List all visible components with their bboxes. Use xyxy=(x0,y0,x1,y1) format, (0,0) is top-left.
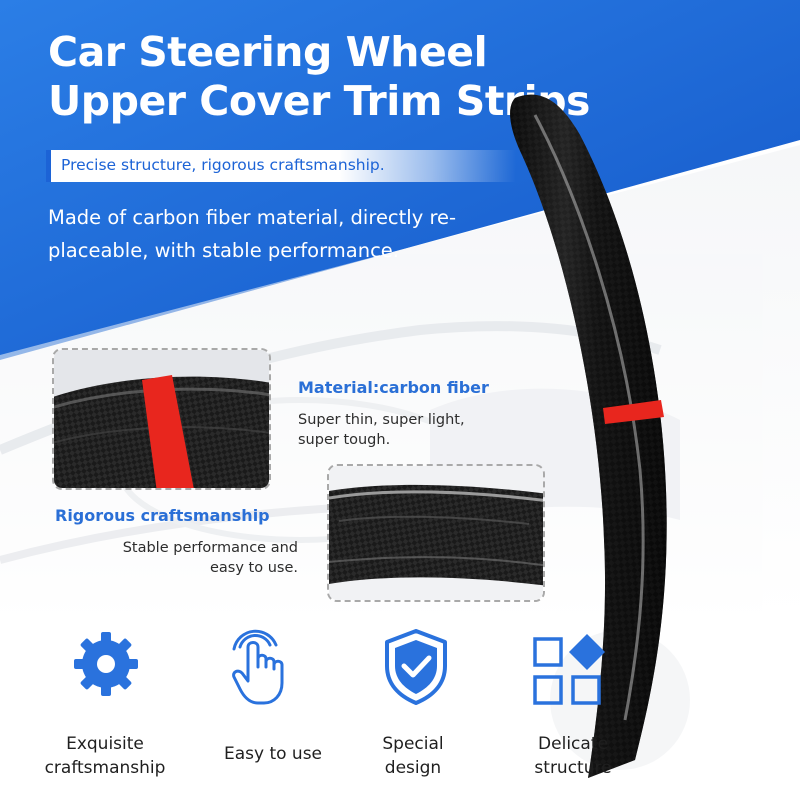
gear-icon xyxy=(74,632,138,696)
benefit-label-easy: Easy to use xyxy=(223,744,323,764)
tagline-banner: Precise structure, rigorous craftsmanshi… xyxy=(46,150,516,182)
detail-image-glossy-edge xyxy=(327,464,545,602)
tagline-text: Precise structure, rigorous craftsmanshi… xyxy=(61,156,385,174)
detail-image-red-stripe xyxy=(52,348,271,490)
grid-diamond-icon xyxy=(533,634,605,705)
benefit-label-delicate: Delicate structure xyxy=(534,734,612,778)
product-description: Made of carbon fiber material, directly … xyxy=(48,206,457,262)
benefit-label-exquisite: Exquisite craftsmanship xyxy=(44,734,166,778)
feature-material-description: Super thin, super light, super tough. xyxy=(298,412,465,448)
page-title: Car Steering Wheel Upper Cover Trim Stri… xyxy=(48,28,590,125)
feature-craftsmanship-title: Rigorous craftsmanship xyxy=(55,506,270,525)
feature-craftsmanship-description: Stable performance and easy to use. xyxy=(122,540,298,576)
shield-check-icon xyxy=(385,629,447,705)
tap-hand-icon xyxy=(232,629,284,705)
feature-material-title: Material:carbon fiber xyxy=(298,378,489,397)
benefit-label-special: Special design xyxy=(382,734,444,778)
